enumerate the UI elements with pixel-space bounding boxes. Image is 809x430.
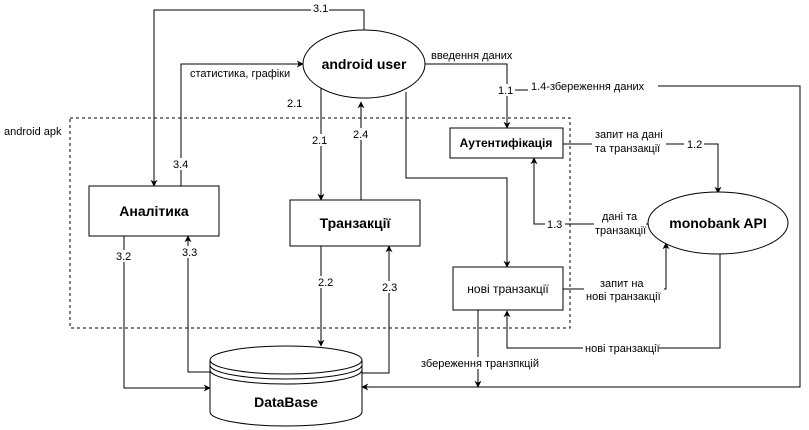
- edge-label-1-1: 1.1: [498, 85, 513, 97]
- authentication-label: Аутентифікація: [460, 136, 553, 150]
- edge-user-to-new-tx: [405, 92, 511, 268]
- edge-label-input: введення даних: [431, 50, 513, 62]
- edge-label-3-1: 3.1: [313, 3, 328, 15]
- edge-label-2-1-top: 2.1: [287, 98, 302, 110]
- new-transactions-node: [452, 266, 564, 311]
- edge-label-request-line2: та транзакції: [595, 143, 660, 155]
- authentication-node: [449, 127, 564, 159]
- edge-label-3-2: 3.2: [116, 251, 131, 263]
- edge-label-2-2: 2.2: [318, 277, 333, 289]
- edge-label-data-line1: дані та: [602, 211, 638, 223]
- edge-label-new-request-line1: запит на: [600, 278, 644, 290]
- monobank-api-node: [647, 191, 789, 255]
- transactions-label: Транзакції: [320, 215, 392, 231]
- edge-label-1-2: 1.2: [687, 139, 702, 151]
- database-node: [209, 345, 363, 427]
- edge-label-2-1: 2.1: [312, 135, 327, 147]
- transactions-node: [289, 199, 421, 247]
- edge-label-new-request-line2: нові транзакції: [586, 291, 661, 303]
- edge-statistics: [180, 60, 304, 186]
- edge-2-3: [362, 245, 393, 374]
- edge-label-2-4: 2.4: [353, 129, 368, 141]
- edge-label-1-4: 1.4-збереження даних: [531, 81, 645, 93]
- edge-3-1: [150, 9, 365, 187]
- edge-3-2: [123, 236, 211, 392]
- database-label: DataBase: [254, 394, 318, 410]
- edge-label-3-3: 3.3: [182, 247, 197, 259]
- edge-input: [425, 63, 511, 129]
- new-transactions-label: нові транзакції: [467, 282, 549, 296]
- monobank-api-label: monobank API: [669, 215, 767, 231]
- android-user-node: [302, 29, 426, 99]
- edge-3-3: [184, 235, 210, 373]
- edge-label-1-3: 1.3: [547, 219, 562, 231]
- edge-label-save-transactions: збереження транзпкцій: [421, 358, 539, 370]
- edge-label-2-3: 2.3: [382, 282, 397, 294]
- android-apk-boundary: [69, 117, 571, 329]
- analytics-node: [88, 185, 220, 237]
- edge-label-data-line2: транзакції: [595, 225, 646, 237]
- edge-label-3-4: 3.4: [173, 159, 188, 171]
- android-apk-label: android apk: [4, 126, 62, 138]
- edge-label-statistics: статистика, графіки: [190, 68, 290, 80]
- analytics-label: Аналітика: [119, 203, 189, 219]
- edge-label-new-transactions: нові транзакції: [585, 343, 660, 355]
- android-user-label: android user: [322, 56, 407, 72]
- edge-label-request-line1: запит на дані: [595, 129, 663, 141]
